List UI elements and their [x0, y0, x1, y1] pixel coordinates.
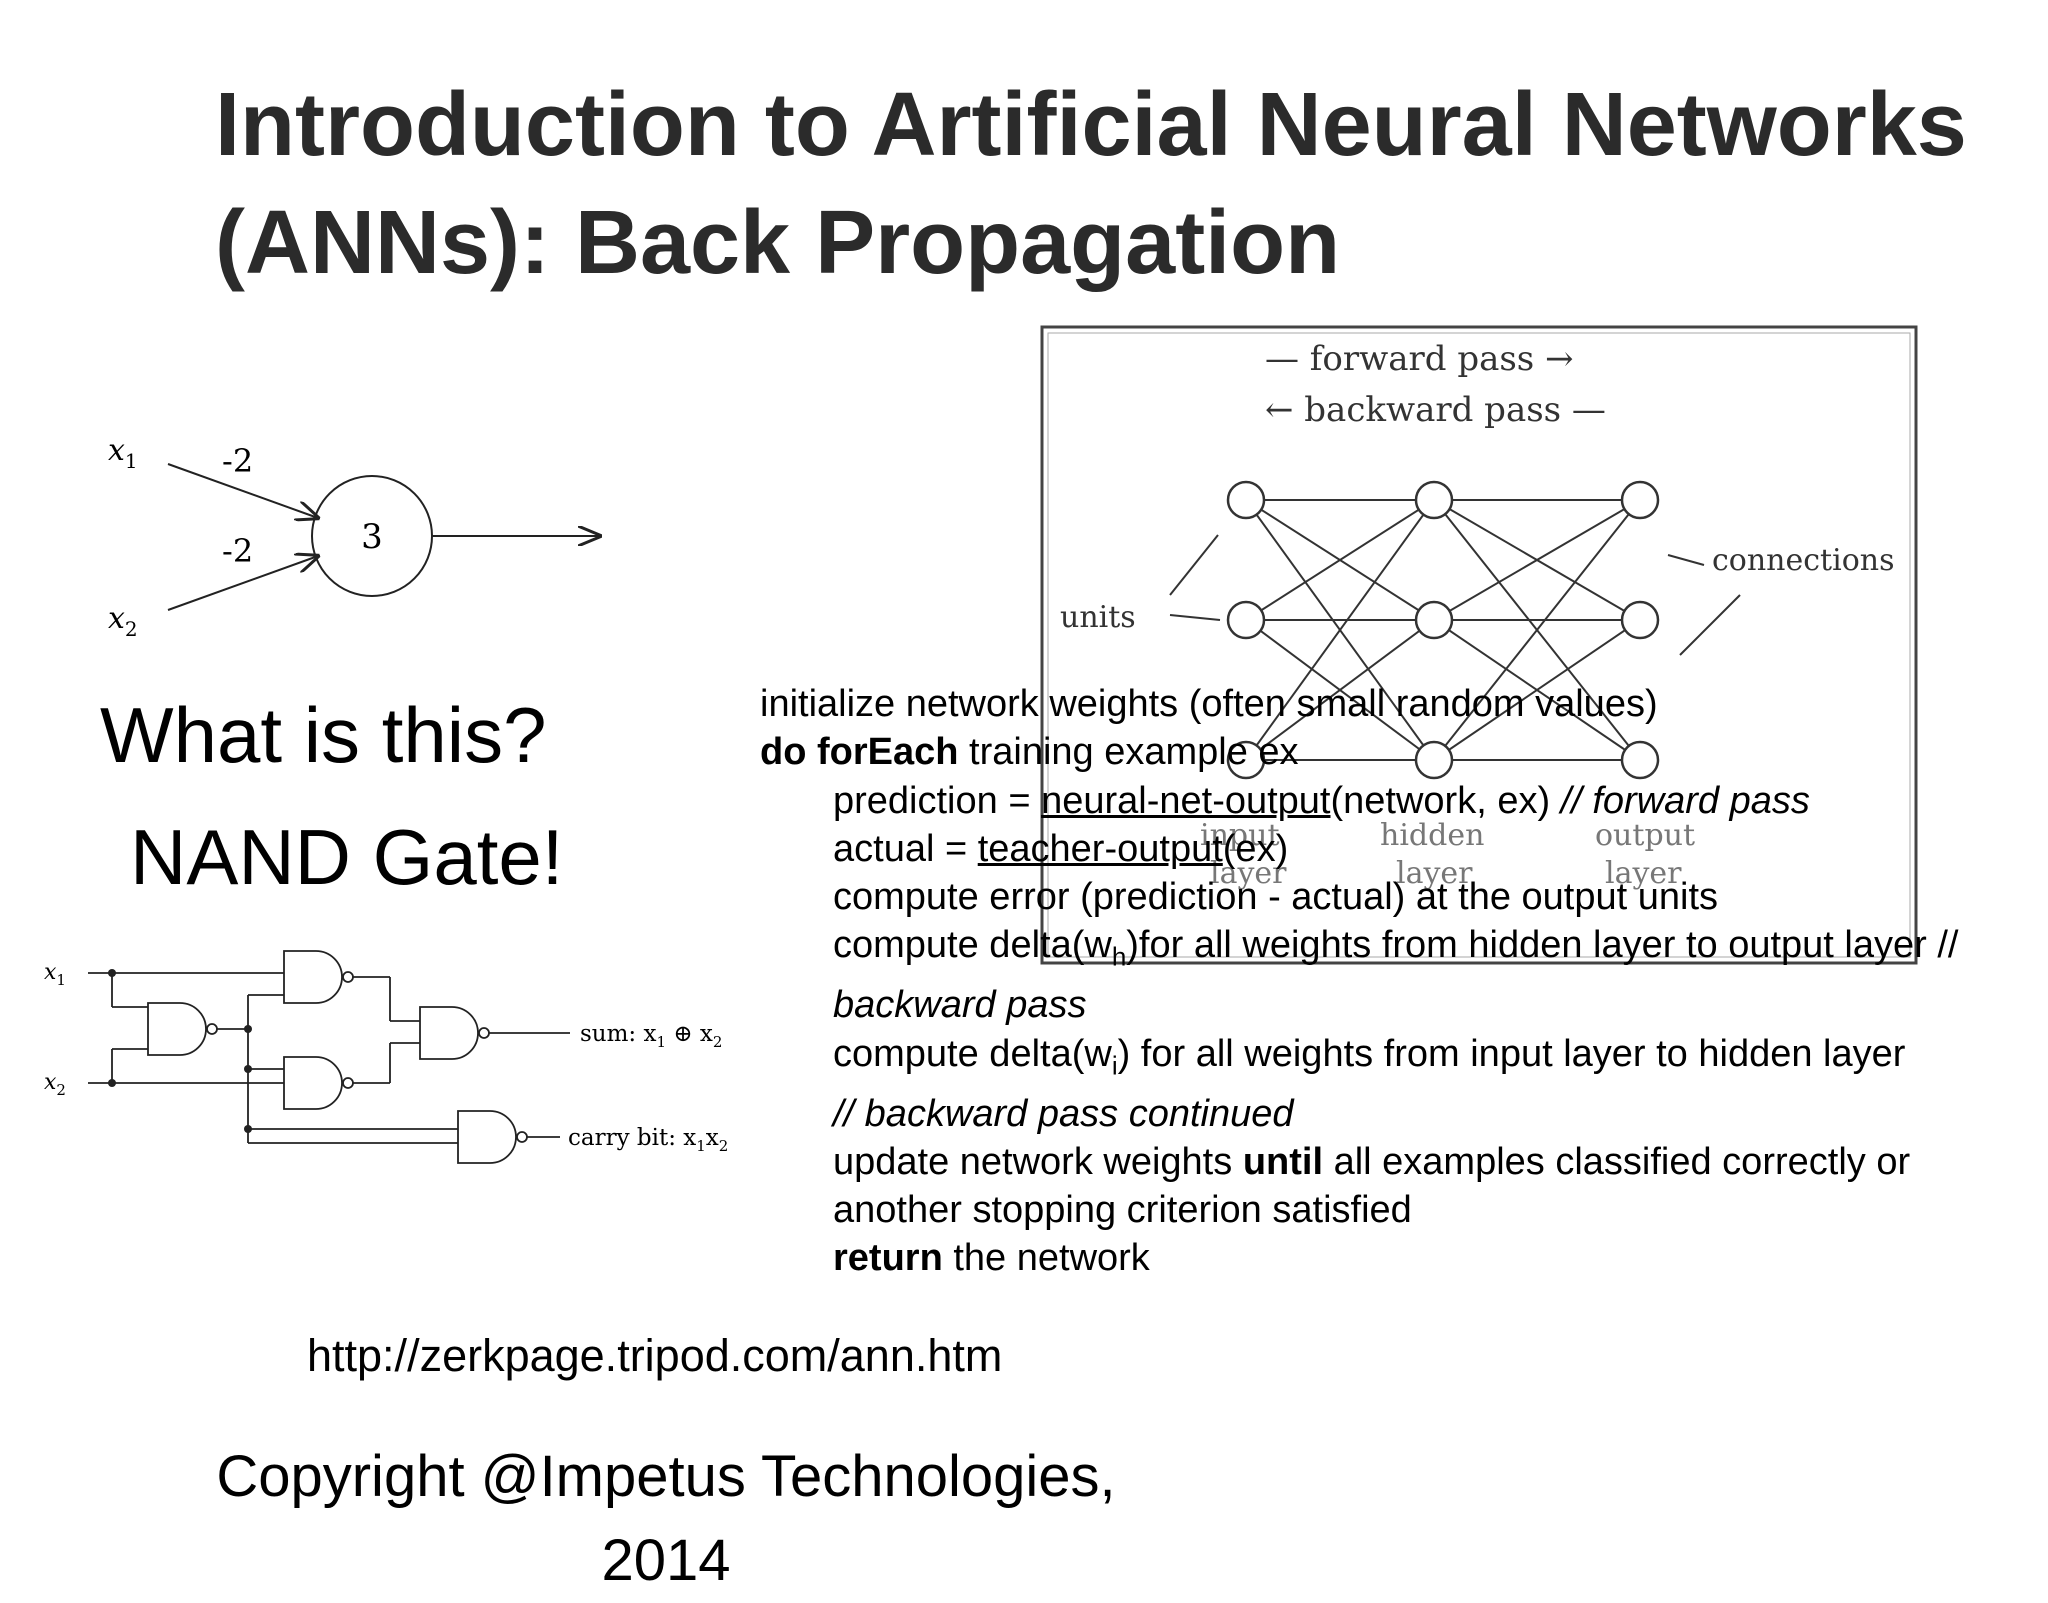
input-node-1	[1226, 480, 1266, 520]
code-line-12: return the network	[833, 1237, 1150, 1280]
nand-gate-3	[283, 1056, 343, 1110]
nand-gate-sum	[419, 1006, 479, 1060]
backward-pass-label: ← backward pass —	[1265, 390, 1606, 430]
code-line-4: actual = teacher-output(ex)	[833, 827, 1289, 870]
circuit-input-x2: x2	[44, 1070, 66, 1099]
weight-edge-2	[167, 556, 318, 611]
weight-edge-1	[167, 463, 318, 518]
units-label: units	[1060, 600, 1136, 635]
code-line-5: compute error (prediction - actual) at t…	[833, 876, 1719, 919]
code-line-2: do forEach training example ex	[760, 731, 1299, 774]
slide-title-line1: Introduction to Artificial Neural Networ…	[215, 75, 1967, 175]
source-url: http://zerkpage.tripod.com/ann.htm	[307, 1330, 1003, 1381]
copyright-line1: Copyright @Impetus Technologies,	[216, 1444, 1116, 1509]
code-line-10: update network weights until all example…	[833, 1140, 1911, 1183]
input-layer-label-1: input	[1200, 818, 1280, 853]
connections-label: connections	[1712, 543, 1895, 578]
output-layer-label-2: layer	[1605, 856, 1682, 891]
nand-gate-2	[283, 950, 343, 1004]
code-line-9: // backward pass continued	[833, 1092, 1294, 1135]
sum-output-label: sum: x1 ⊕ x2	[580, 1021, 722, 1051]
input-layer-label-2: layer	[1210, 856, 1287, 891]
hidden-node-1	[1414, 480, 1454, 520]
input-node-3	[1226, 740, 1266, 780]
nand-gate-1	[147, 1002, 207, 1056]
question-text: What is this?	[100, 691, 547, 779]
hidden-layer-label-1: hidden	[1380, 818, 1484, 853]
copyright-line2: 2014	[601, 1528, 731, 1593]
slide-title: Introduction to Artificial Neural Networ…	[215, 66, 2015, 302]
carry-output-label: carry bit: x1x2	[568, 1125, 728, 1155]
code-line-3: prediction = neural-net-output(network, …	[833, 779, 1810, 822]
weight-1-label: -2	[222, 442, 253, 480]
copyright-notice: Copyright @Impetus Technologies, 2014	[116, 1435, 1216, 1603]
hidden-node-2	[1414, 600, 1454, 640]
nand-gate-carry	[457, 1110, 517, 1164]
code-line-6: compute delta(wh)for all weights from hi…	[833, 924, 1959, 973]
answer-text: NAND Gate!	[130, 813, 564, 901]
code-line-11: another stopping criterion satisfied	[833, 1189, 1412, 1232]
neuron-bias-label: 3	[361, 517, 383, 557]
output-node-2	[1620, 600, 1660, 640]
output-node-3	[1620, 740, 1660, 780]
input-node-2	[1226, 600, 1266, 640]
input-x1-label: x1	[108, 433, 138, 473]
code-line-1: initialize network weights (often small …	[760, 683, 1658, 725]
hidden-node-3	[1414, 740, 1454, 780]
code-line-8: compute delta(wi) for all weights from i…	[833, 1032, 1906, 1081]
hidden-layer-label-2: layer	[1396, 856, 1473, 891]
forward-pass-label: — forward pass →	[1265, 339, 1574, 379]
nand-circuit-diagram: x1 x2 sum: x1 ⊕ x2 carry bit: x1x2	[44, 950, 728, 1164]
network-figure: — forward pass → ← backward pass — units…	[1040, 325, 1918, 965]
code-line-7: backward pass	[833, 984, 1087, 1027]
weight-2-label: -2	[222, 532, 253, 570]
slide-title-line2: (ANNs): Back Propagation	[215, 193, 1341, 293]
output-layer-label-1: output	[1595, 818, 1695, 853]
circuit-input-x1: x1	[44, 960, 66, 989]
input-x2-label: x2	[108, 601, 138, 641]
backprop-pseudocode: initialize network weights (often small …	[760, 680, 2040, 1283]
output-node-1	[1620, 480, 1660, 520]
perceptron-diagram: x1 x2 -2 -2 3	[108, 433, 620, 641]
